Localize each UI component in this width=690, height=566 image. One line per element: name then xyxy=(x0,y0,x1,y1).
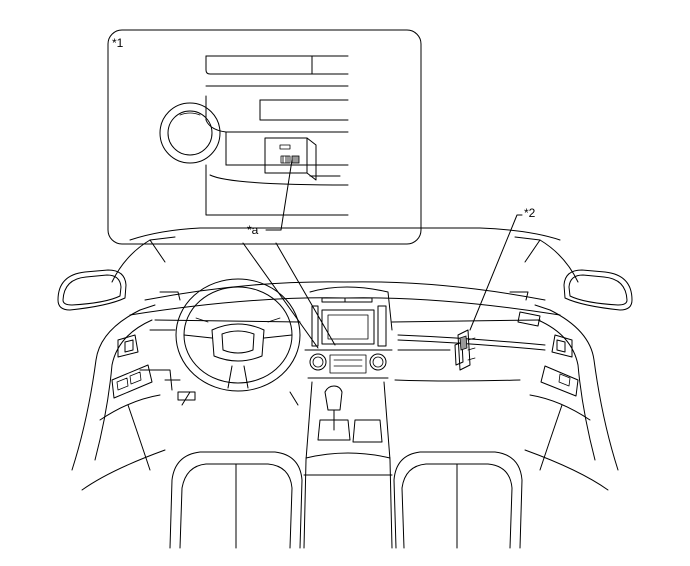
right-mirror xyxy=(563,269,633,311)
right-front-seat xyxy=(393,451,523,549)
center-stack xyxy=(304,286,393,461)
gear-shifter xyxy=(324,385,343,411)
component-2-leader xyxy=(469,214,523,331)
display-screen xyxy=(321,309,375,345)
switch-icon xyxy=(280,155,291,164)
inset-callout-label: *1 xyxy=(112,36,124,50)
inset-console-drawing xyxy=(159,55,349,216)
inset-leader-left xyxy=(242,242,319,349)
car-interior xyxy=(57,214,633,549)
inset-leader-right xyxy=(275,242,336,346)
left-mirror xyxy=(57,269,127,311)
switch-callout-label: *a xyxy=(247,223,259,237)
component-2-callout-label: *2 xyxy=(524,206,536,220)
component-2 xyxy=(454,329,476,371)
steering-wheel xyxy=(175,278,301,392)
switch-leader-line xyxy=(265,159,293,231)
left-front-seat xyxy=(169,451,303,549)
inset-detail-view xyxy=(107,29,422,245)
